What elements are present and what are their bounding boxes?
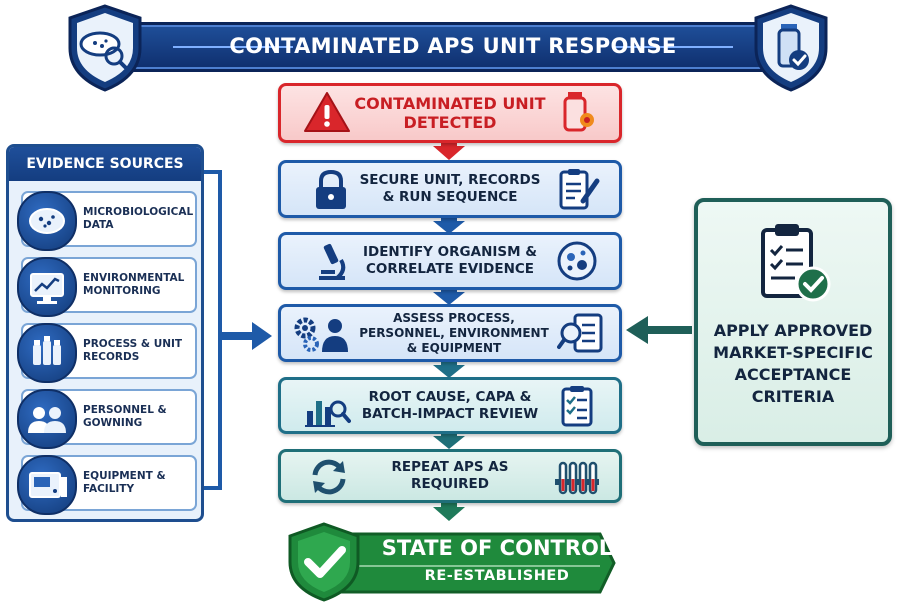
- step-label: SECURE UNIT, RECORDS & RUN SEQUENCE: [359, 172, 541, 205]
- magnifier-checklist-icon: [557, 313, 603, 353]
- step-root-cause: ROOT CAUSE, CAPA & BATCH-IMPACT REVIEW: [278, 377, 622, 434]
- vial-check-icon: [754, 4, 828, 92]
- evidence-sources-header: EVIDENCE SOURCES: [9, 147, 201, 181]
- chart-magnifier-icon: [305, 400, 351, 427]
- evidence-arrow: [220, 322, 272, 350]
- step-label: IDENTIFY ORGANISM & CORRELATE EVIDENCE: [362, 244, 538, 277]
- evidence-item-label: EQUIPMENT & FACILITY: [83, 470, 166, 495]
- people-icon: [17, 389, 77, 449]
- gears-person-icon: [294, 317, 348, 352]
- lock-icon: [316, 169, 346, 209]
- evidence-bracket: [200, 170, 222, 490]
- page-title: CONTAMINATED APS UNIT RESPONSE: [229, 34, 677, 58]
- clipboard-pen-icon: [559, 169, 600, 210]
- vials-icon: [17, 323, 77, 383]
- title-banner: CONTAMINATED APS UNIT RESPONSE: [110, 22, 796, 72]
- warning-icon: [304, 92, 350, 132]
- evidence-item-equipment: EQUIPMENT & FACILITY: [17, 455, 197, 515]
- step-label: ROOT CAUSE, CAPA & BATCH-IMPACT REVIEW: [361, 388, 539, 422]
- final-state-subtitle: RE-ESTABLISHED: [424, 568, 570, 584]
- microbe-icon: [557, 241, 597, 281]
- step-label: ASSESS PROCESS, PERSONNEL, ENVIRONMENT &…: [359, 310, 549, 355]
- down-arrow: [433, 498, 465, 521]
- step-contaminated-unit-detected: CONTAMINATED UNIT DETECTED: [278, 83, 622, 143]
- step-repeat-aps: REPEAT APS AS REQUIRED: [278, 449, 622, 503]
- banner-rule-right: [613, 46, 733, 48]
- evidence-item-label: MICROBIOLOGICAL DATA: [83, 206, 194, 231]
- down-arrow: [433, 357, 465, 378]
- evidence-item-personnel: PERSONNEL & GOWNING: [17, 389, 197, 449]
- evidence-item-label: PERSONNEL & GOWNING: [83, 404, 167, 429]
- step-assess-process: ASSESS PROCESS, PERSONNEL, ENVIRONMENT &…: [278, 304, 622, 362]
- evidence-item-label: ENVIRONMENTAL MONITORING: [83, 272, 185, 297]
- down-arrow: [433, 213, 465, 234]
- acceptance-criteria-text: APPLY APPROVED MARKET-SPECIFIC ACCEPTANC…: [713, 321, 873, 406]
- repeat-arrows-icon: [312, 459, 346, 495]
- step-identify-organism: IDENTIFY ORGANISM & CORRELATE EVIDENCE: [278, 232, 622, 290]
- checklist-icon: [561, 386, 593, 427]
- test-tubes-icon: [555, 461, 599, 495]
- criteria-arrow: [626, 316, 692, 344]
- petri-dish-magnifier-icon: [68, 4, 142, 92]
- evidence-sources-panel: EVIDENCE SOURCES MICROBIOLOGICAL DATA EN…: [6, 144, 204, 522]
- step-label: CONTAMINATED UNIT DETECTED: [354, 94, 546, 132]
- evidence-item-environmental: ENVIRONMENTAL MONITORING: [17, 257, 197, 317]
- final-state-banner: STATE OF CONTROL RE-ESTABLISHED: [282, 522, 616, 602]
- equipment-icon: [17, 455, 77, 515]
- step-label: REPEAT APS AS REQUIRED: [391, 459, 509, 492]
- step-secure-unit: SECURE UNIT, RECORDS & RUN SEQUENCE: [278, 160, 622, 218]
- contaminated-vial-icon: [563, 92, 594, 132]
- evidence-item-process-records: PROCESS & UNIT RECORDS: [17, 323, 197, 383]
- petri-dish-icon: [17, 191, 77, 251]
- shield-check-icon: [288, 522, 360, 602]
- evidence-item-microbiological: MICROBIOLOGICAL DATA: [17, 191, 197, 251]
- banner-rule-left: [173, 46, 293, 48]
- acceptance-criteria-panel: APPLY APPROVED MARKET-SPECIFIC ACCEPTANC…: [694, 198, 892, 446]
- microscope-icon: [319, 243, 346, 280]
- clipboard-check-icon: [761, 224, 831, 302]
- monitor-chart-icon: [17, 257, 77, 317]
- evidence-item-label: PROCESS & UNIT RECORDS: [83, 338, 183, 363]
- final-state-title: STATE OF CONTROL: [381, 536, 613, 560]
- down-arrow: [433, 138, 465, 160]
